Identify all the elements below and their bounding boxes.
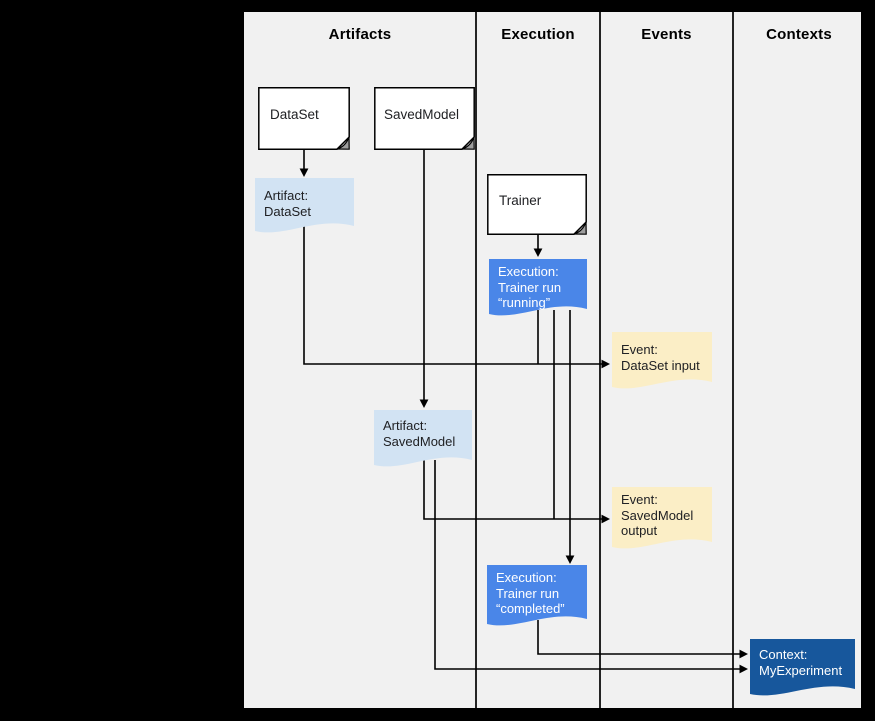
arrowhead-down-icon xyxy=(299,168,309,177)
node-label: Event: SavedModel output xyxy=(621,492,694,538)
column-header-execution: Execution xyxy=(501,26,575,43)
column-header-events: Events xyxy=(641,26,692,43)
node-artifact-savedmodel: Artifact: SavedModel xyxy=(374,410,472,470)
node-label: Execution: Trainer run “completed” xyxy=(496,570,565,616)
node-dataset: DataSet xyxy=(258,87,350,150)
node-label: SavedModel xyxy=(384,107,460,122)
wavy-document-shape xyxy=(750,639,855,696)
arrowhead-right-icon xyxy=(739,649,748,659)
node-event-savedmodel-output: Event: SavedModel output xyxy=(612,487,712,552)
arrowhead-right-icon xyxy=(601,514,610,524)
diagram-panel: Artifacts Execution Events Contexts Data… xyxy=(242,10,863,712)
node-context-myexperiment: Context: MyExperiment xyxy=(750,639,855,699)
node-label: Context: MyExperiment xyxy=(759,647,843,678)
node-artifact-dataset: Artifact: DataSet xyxy=(255,178,354,236)
wavy-document-shape xyxy=(255,178,354,233)
column-header-artifacts: Artifacts xyxy=(328,26,392,43)
arrowhead-right-icon xyxy=(739,664,748,674)
node-label: DataSet xyxy=(270,107,319,122)
node-label: Artifact: DataSet xyxy=(264,188,311,219)
node-savedmodel: SavedModel xyxy=(374,87,475,150)
node-trainer: Trainer xyxy=(487,174,587,235)
connector-layer xyxy=(299,12,748,712)
folded-corner-icon xyxy=(336,136,350,150)
arrowhead-right-icon xyxy=(601,359,610,369)
wavy-document-shape xyxy=(489,259,587,316)
wavy-document-shape xyxy=(612,332,712,389)
document-shape xyxy=(374,87,475,150)
node-label: Artifact: SavedModel xyxy=(383,418,456,449)
node-event-dataset-input: Event: DataSet input xyxy=(612,332,712,392)
arrowhead-down-icon xyxy=(533,248,543,257)
wavy-document-shape xyxy=(487,565,587,626)
arrowhead-down-icon xyxy=(565,555,575,564)
node-execution-running: Execution: Trainer run “running” xyxy=(489,259,587,319)
node-execution-completed: Execution: Trainer run “completed” xyxy=(487,565,587,629)
column-header-contexts: Contexts xyxy=(766,26,832,43)
wavy-document-shape xyxy=(374,410,472,467)
document-shape xyxy=(487,174,587,235)
connector-artifact-savedmodel-to-event-output xyxy=(423,460,602,520)
connector-artifact-savedmodel-to-context xyxy=(434,460,740,670)
connector-execution-completed-to-context xyxy=(537,620,740,655)
connector-artifact-dataset-to-event-input xyxy=(303,224,602,365)
node-label: Trainer xyxy=(499,193,542,208)
folded-corner-icon xyxy=(461,136,475,150)
wavy-document-shape xyxy=(612,487,712,549)
document-shape xyxy=(258,87,350,150)
arrowhead-down-icon xyxy=(419,399,429,408)
node-label: Execution: Trainer run “running” xyxy=(498,264,562,310)
node-label: Event: DataSet input xyxy=(621,342,700,373)
folded-corner-icon xyxy=(573,221,587,235)
